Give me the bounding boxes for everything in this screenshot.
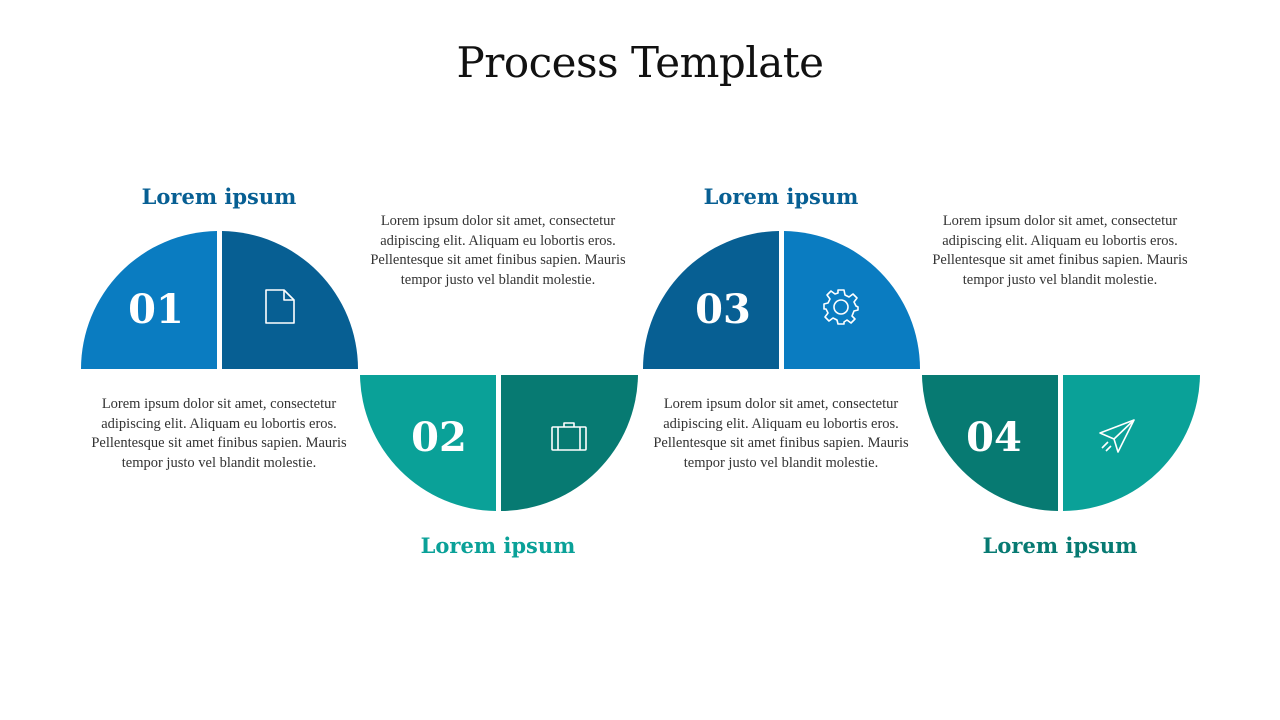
step-1-shape: 01 bbox=[81, 231, 359, 369]
briefcase-icon bbox=[551, 422, 587, 451]
step-2-icon-quadrant bbox=[501, 375, 638, 511]
step-4-number: 04 bbox=[966, 414, 1022, 461]
step-2-heading: Lorem ipsum bbox=[420, 533, 576, 558]
step-4-number-quadrant bbox=[922, 375, 1058, 511]
step-2-shape: 02 bbox=[360, 375, 638, 511]
step-4-shape: 04 bbox=[922, 375, 1200, 511]
step-4-heading: Lorem ipsum bbox=[982, 533, 1138, 558]
step-3-description: Lorem ipsum dolor sit amet, consectetur … bbox=[653, 396, 909, 471]
paper-plane-icon bbox=[1099, 419, 1135, 453]
step-2-number-quadrant bbox=[360, 375, 496, 511]
step-3-icon-quadrant bbox=[784, 231, 920, 369]
step-1-description: Lorem ipsum dolor sit amet, consectetur … bbox=[91, 396, 347, 471]
step-3-shape: 03 bbox=[643, 231, 920, 369]
step-4-description: Lorem ipsum dolor sit amet, consectetur … bbox=[932, 213, 1188, 288]
document-icon bbox=[265, 289, 295, 324]
step-3-number: 03 bbox=[695, 286, 751, 333]
step-3-number-quadrant bbox=[643, 231, 779, 369]
step-3-heading: Lorem ipsum bbox=[703, 184, 859, 209]
slide-title: Process Template bbox=[456, 38, 825, 87]
step-4-icon-quadrant bbox=[1063, 375, 1200, 511]
step-1-number-quadrant bbox=[81, 231, 217, 369]
step-1-heading: Lorem ipsum bbox=[141, 184, 297, 209]
step-1-number: 01 bbox=[128, 286, 184, 333]
step-2-description: Lorem ipsum dolor sit amet, consectetur … bbox=[370, 213, 626, 288]
gear-icon bbox=[823, 289, 859, 325]
step-2-number: 02 bbox=[411, 414, 467, 461]
